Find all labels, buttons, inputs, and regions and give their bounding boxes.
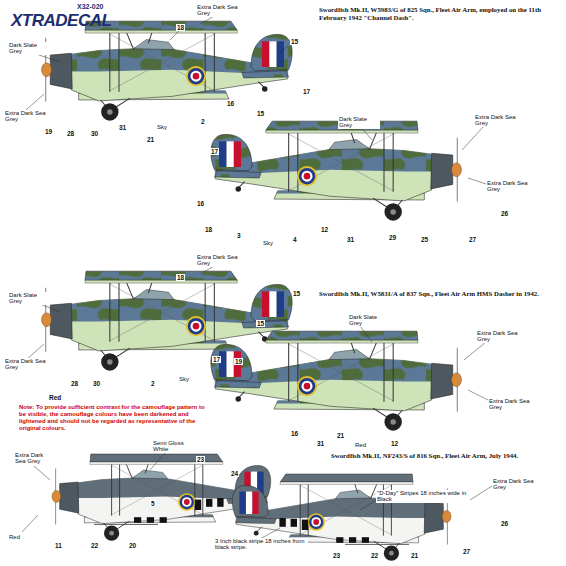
aircraft-right (211, 331, 462, 430)
aircraft-right (211, 121, 462, 220)
callout-number: 30 (90, 130, 99, 137)
callout-number: 22 (90, 542, 99, 549)
callout-number: 15 (292, 290, 301, 297)
colour-label: Dark Slate Grey (8, 292, 50, 305)
colour-label: Sky (156, 124, 168, 130)
brand-logo: XTRADECAL (10, 12, 112, 30)
callout-number: 21 (410, 552, 419, 559)
callout-number: 16 (226, 100, 235, 107)
callout-number: 16 (290, 430, 299, 437)
leader-lines (464, 342, 486, 360)
leader-lines (468, 390, 488, 400)
callout-number: 23 (332, 552, 341, 559)
leader-lines (470, 486, 492, 500)
colour-label: Red (8, 534, 21, 540)
leader-lines (22, 515, 38, 532)
colour-label: Extra Dark Sea Grey (486, 180, 532, 193)
callout-number: 4 (292, 236, 298, 243)
callout-number: 31 (118, 124, 127, 131)
scheme-caption: Swordfish Mk.II, W5831/A of 837 Sqn., Fl… (318, 290, 552, 298)
colour-label: Sky (178, 376, 190, 382)
colour-label: Dark Slate Grey (338, 116, 380, 129)
callout-number: 12 (390, 440, 399, 447)
colour-label: Extra Dark Sea Grey (14, 452, 56, 465)
callout-number: 17 (302, 88, 311, 95)
colour-label: Dark Slate Grey (348, 314, 390, 327)
colour-label: Red (354, 442, 367, 448)
callout-number: 27 (462, 548, 471, 555)
callout-number: 18 (176, 274, 185, 281)
callout-number: 21 (336, 432, 345, 439)
callout-number: 12 (320, 226, 329, 233)
leader-lines (170, 30, 180, 40)
callout-number: 23 (196, 456, 205, 463)
callout-number: 20 (128, 542, 137, 549)
callout-number: 22 (370, 552, 379, 559)
callout-number: 18 (176, 24, 185, 31)
leader-lines (22, 14, 492, 540)
callout-number: 2 (200, 118, 206, 125)
callout-number: 28 (66, 130, 75, 137)
callout-number: 15 (290, 38, 299, 45)
leader-lines (468, 178, 486, 184)
callout-number: 19 (234, 358, 243, 365)
callout-number: 16 (196, 200, 205, 207)
colour-note: Note: To provide sufficient contrast for… (18, 404, 210, 432)
callout-number: 29 (388, 234, 397, 241)
leader-lines (26, 94, 44, 110)
colour-label: Extra Dark Sea Grey (488, 398, 534, 411)
callout-number: 31 (316, 440, 325, 447)
colour-label: Extra Dark Sea Grey (4, 358, 48, 371)
colour-label: Extra Dark Sea Grey (196, 4, 240, 17)
colour-label: Extra Dark Sea Grey (196, 254, 240, 267)
callout-number: 19 (44, 128, 53, 135)
callout-number: 31 (346, 236, 355, 243)
callout-number: 11 (54, 542, 63, 549)
callout-number: 2 (150, 380, 156, 387)
callout-number: 3 (236, 232, 242, 239)
leader-lines (150, 452, 166, 470)
colour-label: Dark Slate Grey (8, 42, 50, 55)
aircraft-right (211, 331, 462, 430)
colour-label: Extra Dark Sea Grey (4, 110, 48, 123)
callout-number: 15 (256, 320, 265, 327)
callout-number: 15 (256, 110, 265, 117)
callout-number: 27 (468, 236, 477, 243)
aircraft-right (211, 121, 462, 220)
colour-label: Extra Dark Sea Grey (474, 114, 520, 127)
leader-lines (34, 466, 50, 480)
scheme-caption: Swordfish Mk.II, NF243/S of 816 Sqn., Fl… (330, 452, 558, 460)
colour-label: Extra Dark Sea Grey (492, 478, 538, 491)
leader-lines (360, 326, 372, 342)
leader-lines (360, 500, 376, 510)
callout-number: 28 (70, 380, 79, 387)
aircraft-left (42, 21, 293, 120)
callout-number: 26 (500, 520, 509, 527)
callout-number: 5 (150, 500, 156, 507)
colour-label: Semi Gloss White (152, 440, 188, 453)
callout-number: 18 (204, 226, 213, 233)
product-code: X32-020 (76, 3, 104, 11)
colour-label: Sky (262, 240, 274, 246)
callout-number: 17 (210, 148, 219, 155)
leader-lines (462, 126, 484, 150)
scheme-caption: Swordfish Mk.II, W5983/G of 825 Sqn., Fl… (318, 6, 560, 21)
d-day-stripes (94, 498, 224, 524)
callout-number: 17 (212, 356, 221, 363)
callout-number: Red (48, 394, 62, 401)
colour-label: 3 Inch black stripe 18 inches from black… (214, 538, 308, 551)
callout-number: 25 (420, 236, 429, 243)
colour-label: Extra Dark Sea Grey (476, 330, 522, 343)
callout-number: 24 (230, 470, 239, 477)
leader-lines (278, 46, 288, 54)
callout-number: 26 (500, 210, 509, 217)
callout-number: 30 (92, 380, 101, 387)
aircraft-left (42, 271, 293, 370)
callout-number: 21 (146, 136, 155, 143)
colour-label: "D-Day" Stripes 18 inches wide in Black (376, 490, 470, 503)
